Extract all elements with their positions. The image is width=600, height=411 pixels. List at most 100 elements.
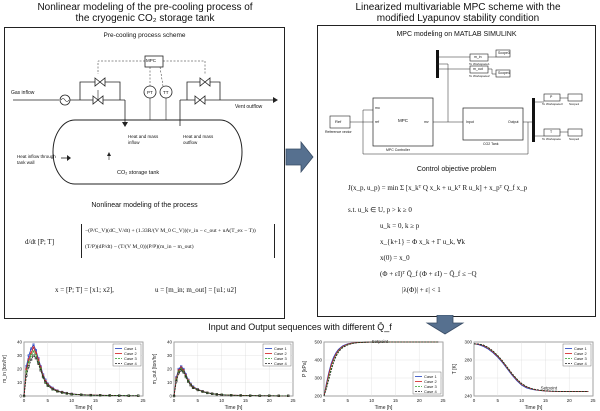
legend-entry: Case 4 (574, 361, 587, 366)
data-point (80, 393, 83, 396)
right-title: Linearized multivariable MPC scheme with… (318, 2, 598, 24)
right-panel: MPC modeling on MATLAB SIMULINK Scope3 S… (317, 25, 596, 317)
data-point (39, 369, 42, 372)
block-mpc: MPC (398, 118, 408, 123)
block-scope1: Scope1 (569, 102, 580, 106)
legend-entry: Case 4 (424, 389, 437, 394)
series-line-4 (323, 341, 439, 397)
x-tick-label: 0 (23, 398, 26, 403)
simulink-diagram (329, 49, 583, 155)
block-mpc-caption: MPC Controller (386, 148, 410, 152)
x-tick-label: 5 (347, 398, 350, 403)
eq-row2: (T/P)(dP/dt) − (T/(V M_0))(P/P)(m_in − m… (85, 244, 194, 250)
data-point (287, 394, 290, 397)
x-tick-label: 20 (117, 398, 123, 403)
data-point (258, 394, 261, 397)
y-tick-label: 0 (169, 394, 172, 399)
data-point (196, 388, 199, 392)
legend-box (412, 371, 442, 395)
opt-line-4: x(0) = x_0 (380, 254, 410, 262)
block-ref: Ref (335, 119, 342, 124)
data-point (175, 380, 178, 383)
precooling-scheme (13, 55, 278, 185)
data-point (137, 394, 140, 397)
block-tank-caption: CO2 Tank (483, 142, 499, 146)
data-point (239, 394, 242, 397)
y-tick-label: 10 (167, 380, 173, 385)
data-point (44, 381, 47, 384)
label-heat-mass-outflow: Heat and mass outflow (183, 134, 214, 145)
setpoint-annotation: Setpoint (372, 339, 389, 344)
left-title-line2: the cryogenic CO₂ storage tank (75, 13, 215, 24)
block-scope4: Scope4 (498, 71, 510, 75)
legend-entry: Case 1 (274, 346, 287, 351)
legend-box (112, 343, 142, 367)
data-point (268, 394, 271, 397)
ws-caption3: To Workspace3 (542, 102, 563, 106)
control-title: Control objective problem (416, 166, 497, 173)
y-tick-label: 40 (17, 340, 23, 345)
x-tick-label: 10 (219, 398, 225, 403)
y-tick-label: 40 (167, 340, 173, 345)
y-tick-label: 240 (464, 394, 472, 399)
scheme-title: Pre-cooling process scheme (103, 32, 186, 39)
x-tick-label: 10 (69, 398, 75, 403)
x-tick-label: 25 (440, 398, 446, 403)
x-tick-label: 0 (473, 398, 476, 403)
y-axis-label: T [K] (452, 363, 458, 374)
data-point (34, 357, 37, 360)
data-point (89, 394, 92, 397)
opt-line-0: J(x_p, u_p) = min Σ [x_kᵀ Q x_k + u_kᵀ R… (348, 184, 528, 192)
y-tick-label: 10 (17, 380, 23, 385)
x-def: x = [P; T] = [x1; x2], (55, 286, 114, 294)
series-line-4 (173, 369, 289, 397)
block-ws2: m_out (473, 67, 483, 71)
data-point (249, 394, 252, 397)
block-ws1: m_in (474, 55, 482, 59)
data-point (127, 394, 130, 397)
label-vent-outflow: Vent outflow (235, 104, 263, 110)
x-tick-label: 20 (417, 398, 423, 403)
block-ws3: P (550, 95, 553, 99)
x-tick-label: 10 (369, 398, 375, 403)
label-heat-inflow-wall: Heat inflow through tank wall (17, 154, 56, 165)
legend-box (262, 343, 292, 367)
opt-line-5: (Φ + εI)ᵀ Q̄_f (Φ + εI) − Q̄_f ≤ −Q (380, 270, 477, 278)
data-point (30, 358, 33, 361)
series-line-4 (473, 343, 589, 392)
data-point (180, 369, 183, 372)
right-title-line1: Linearized multivariable MPC scheme with… (355, 2, 561, 13)
outflow-valve-icon (194, 95, 206, 105)
port-ref: ref (375, 120, 380, 124)
mpc-box (144, 55, 164, 68)
label-tank: CO₂ storage tank (117, 170, 160, 176)
data-point (177, 371, 180, 375)
x-tick-label: 25 (290, 398, 296, 403)
x-axis-label: Time [h] (525, 405, 543, 411)
x-axis-label: Time [h] (375, 405, 393, 411)
setpoint-annotation: Setpoint (541, 386, 558, 391)
bottom-title: Input and Output sequences with differen… (208, 322, 392, 332)
label-tt: TT (163, 90, 169, 95)
x-tick-label: 15 (393, 398, 399, 403)
series-line-4 (23, 354, 139, 397)
legend-box (562, 343, 592, 367)
x-tick-label: 25 (140, 398, 146, 403)
block-ws4: T (550, 130, 553, 134)
opt-line-2: u_k = 0, k ≥ p (380, 222, 420, 230)
data-point (189, 384, 192, 387)
legend-entry: Case 3 (424, 384, 437, 389)
block-ref-caption: Reference vector (325, 130, 352, 134)
data-point (32, 350, 35, 353)
arrow-down-icon (425, 315, 465, 335)
simulink-title: MPC modeling on MATLAB SIMULINK (396, 31, 517, 38)
legend-entry: Case 3 (124, 356, 137, 361)
port-mv: mv (424, 120, 429, 124)
x-tick-label: 10 (519, 398, 525, 403)
legend-entry: Case 3 (574, 356, 587, 361)
data-point (51, 388, 54, 391)
opt-line-3: x_{k+1} = Φ x_k + Γ u_k, ∀k (380, 238, 466, 246)
x-tick-label: 15 (243, 398, 249, 403)
